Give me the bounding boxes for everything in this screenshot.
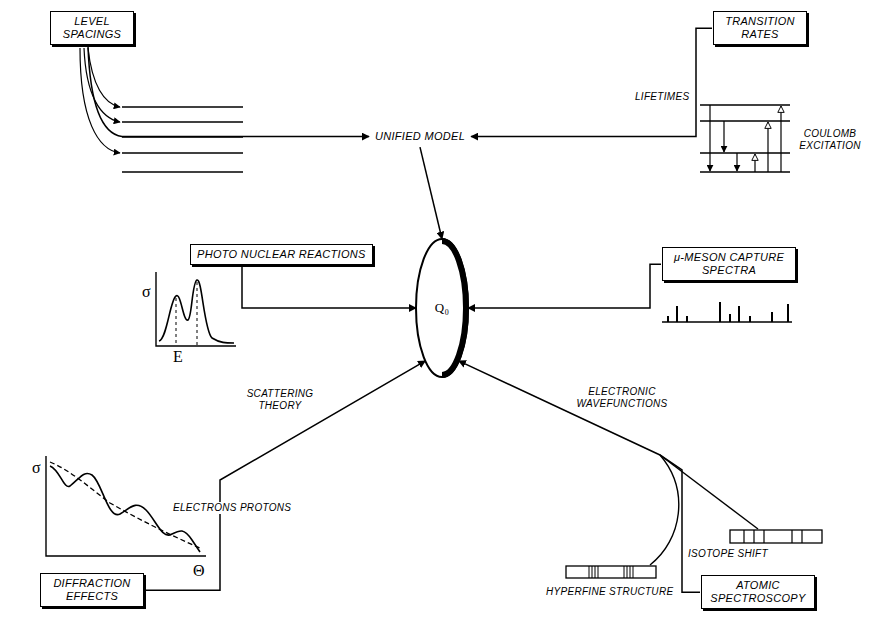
node-title: ATOMIC SPECTROSCOPY — [708, 579, 808, 605]
branch-line — [660, 455, 758, 529]
axis-symbol: Θ — [193, 561, 205, 580]
connector-arrow — [468, 264, 661, 308]
isotope-bar — [730, 530, 822, 543]
excitation-arrow — [754, 154, 755, 172]
node-title: μ-MESON CAPTURE SPECTRA — [669, 251, 789, 277]
connector-arrow — [420, 147, 442, 239]
decay-arrow — [723, 121, 724, 152]
hyperfine-lines — [589, 566, 633, 578]
edge-label: SCATTERING THEORY — [242, 388, 318, 412]
curved-arrow — [88, 48, 120, 107]
topic-box: LEVEL SPACINGS — [50, 11, 134, 45]
isotope-lines — [744, 530, 802, 543]
model-label: UNIFIED MODEL — [370, 127, 470, 146]
topic-box: ATOMIC SPECTROSCOPY — [701, 575, 815, 609]
level-line — [122, 121, 243, 123]
connector-arrow — [88, 46, 369, 136]
level-line — [122, 171, 243, 173]
nucleus-ellipse: Q₀ — [414, 237, 470, 379]
transition-scheme — [700, 105, 790, 172]
level-line — [700, 120, 790, 121]
level-line — [700, 152, 790, 153]
annotation-label: LIFETIMES — [635, 91, 689, 103]
spacing-arrows — [80, 48, 120, 153]
hyperfine-bar — [566, 566, 656, 578]
topic-box: PHOTO NUCLEAR REACTIONS — [190, 244, 373, 265]
axis-symbol: σ — [32, 458, 41, 477]
node-title: LEVEL SPACINGS — [57, 15, 127, 41]
curved-arrow — [80, 48, 120, 153]
excitation-arrow — [780, 106, 781, 172]
axis-symbol: σ — [142, 282, 151, 301]
photo-cross-section-plot — [156, 272, 236, 346]
topic-box: DIFFRACTION EFFECTS — [40, 573, 144, 607]
topic-box: TRANSITION RATES — [713, 11, 807, 45]
node-title: Q₀ — [414, 300, 470, 316]
connector-arrow — [471, 28, 712, 136]
annotation-label: ISOTOPE SHIFT — [688, 548, 768, 560]
excitation-arrow — [767, 122, 768, 172]
level-line — [122, 106, 243, 108]
axis-symbol: E — [173, 347, 183, 366]
decay-arrow — [709, 105, 710, 171]
connector-arrow — [459, 361, 700, 592]
edge-label: ELECTRONIC WAVEFUNCTIONS — [576, 386, 668, 410]
atomic-spectra — [566, 455, 822, 578]
node-title: DIFFRACTION EFFECTS — [47, 577, 137, 603]
node-title: PHOTO NUCLEAR REACTIONS — [197, 248, 366, 261]
annotation-label: HYPERFINE STRUCTURE — [546, 586, 673, 598]
node-title: TRANSITION RATES — [720, 15, 800, 41]
connector-arrow — [242, 266, 416, 308]
annotation-label: ELECTRONS PROTONS — [171, 502, 293, 514]
node-title: UNIFIED MODEL — [375, 130, 465, 143]
level-line — [122, 152, 243, 154]
peak-marker — [197, 282, 198, 346]
topic-box: μ-MESON CAPTURE SPECTRA — [662, 247, 796, 281]
plot-axes — [156, 272, 236, 346]
connector-arrow — [145, 361, 425, 590]
annotation-label: COULOMB EXCITATION — [796, 128, 864, 152]
peak-marker — [176, 298, 177, 346]
level-line — [700, 104, 790, 105]
spectrum-lines — [668, 302, 788, 322]
decay-arrow — [736, 153, 737, 171]
muon-spectrum — [662, 302, 792, 322]
branch-line — [650, 455, 679, 565]
curved-arrow — [84, 48, 120, 122]
level-lines — [122, 107, 243, 172]
level-line — [700, 171, 790, 172]
